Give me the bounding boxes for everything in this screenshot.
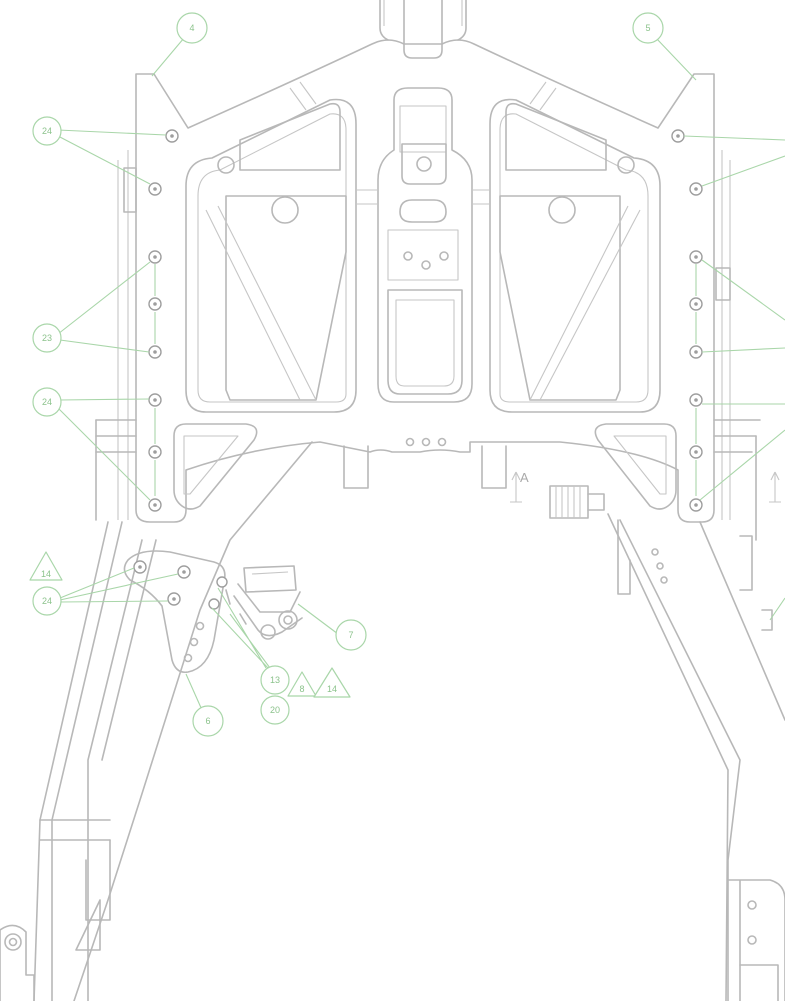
callout-20-label: 20 — [270, 705, 280, 715]
callout-leaders — [57, 37, 785, 711]
right-rail-holes — [671, 129, 703, 512]
callout-24-mid-label: 24 — [42, 397, 52, 407]
callout-14-right: 14 — [313, 667, 351, 698]
callout-4-label: 4 — [189, 23, 194, 33]
side-bracket-part-6 — [123, 550, 228, 674]
left-rail-holes — [148, 129, 179, 512]
callout-24-mid: 24 — [32, 387, 62, 417]
callout-14-left: 14 — [29, 551, 63, 581]
callout-8: 8 — [287, 671, 317, 697]
callout-6: 6 — [192, 705, 224, 737]
section-mark-right — [769, 471, 781, 503]
section-label-left: A — [520, 470, 529, 485]
section-mark-left: A — [510, 470, 529, 503]
callout-7: 7 — [335, 619, 367, 651]
callout-23: 23 — [32, 323, 62, 353]
callout-24-top-label: 24 — [42, 126, 52, 136]
callout-23-label: 23 — [42, 333, 52, 343]
callout-7-label: 7 — [348, 630, 353, 640]
callout-8-label: 8 — [299, 684, 304, 694]
callout-20: 20 — [260, 695, 290, 725]
callout-24-top: 24 — [32, 116, 62, 146]
callout-14-left-label: 14 — [41, 569, 51, 579]
callout-6-label: 6 — [205, 716, 210, 726]
callout-5-label: 5 — [645, 23, 650, 33]
callout-24-low: 24 — [32, 586, 62, 616]
callout-24-low-label: 24 — [42, 596, 52, 606]
clamp-part-7 — [225, 565, 303, 640]
callout-5: 5 — [632, 12, 664, 44]
callout-13-label: 13 — [270, 675, 280, 685]
callout-4: 4 — [176, 12, 208, 44]
callout-13: 13 — [260, 665, 290, 695]
callout-14-right-label: 14 — [327, 684, 337, 694]
